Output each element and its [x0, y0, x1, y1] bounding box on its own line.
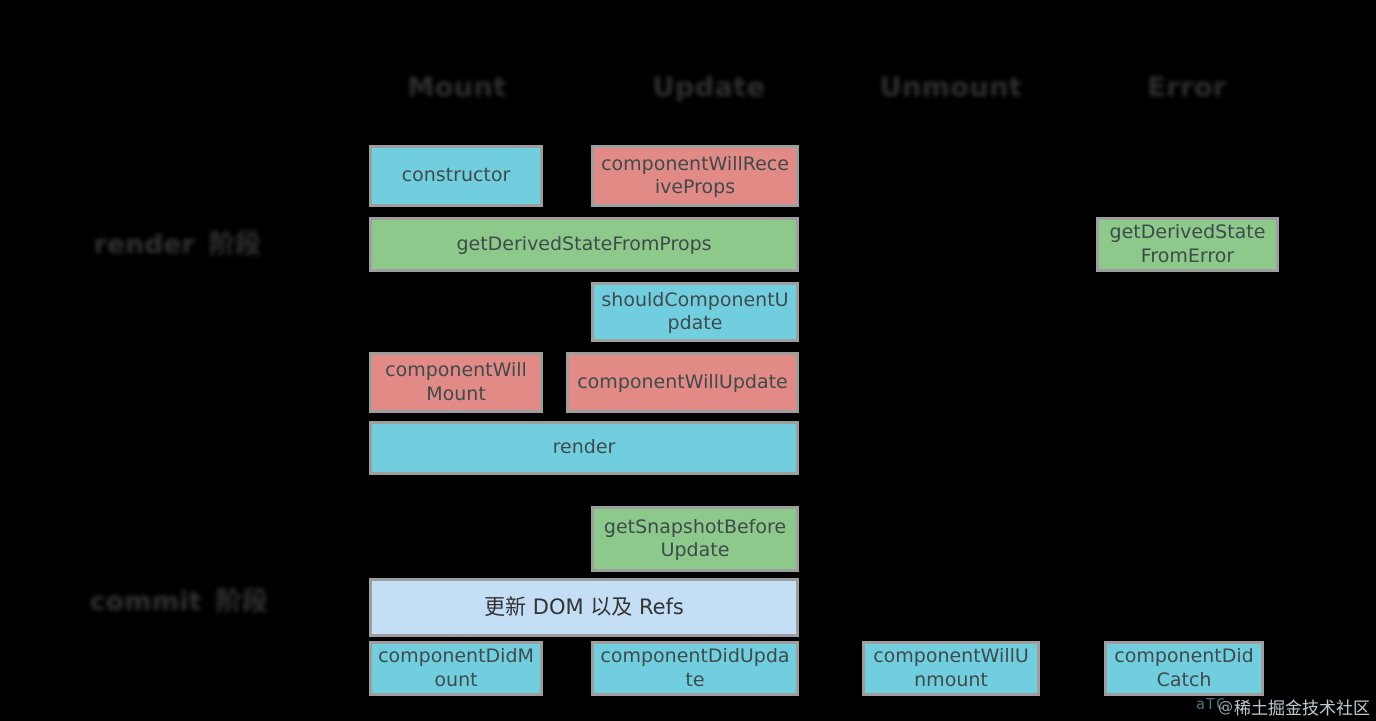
phase-label-render-en: render — [94, 230, 196, 260]
phase-label-commit-cn: 阶段 — [215, 587, 268, 617]
lifecycle-box-component-did-mount: componentDidMount — [369, 641, 543, 696]
phase-label-render-cn: 阶段 — [209, 230, 262, 260]
phase-label-render: render 阶段 — [94, 224, 261, 261]
watermark-text: 稀土掘金技术社区 — [1234, 699, 1370, 719]
column-header-unmount: Unmount — [879, 72, 1023, 103]
column-header-mount: Mount — [407, 72, 507, 103]
lifecycle-box-should-component-update: shouldComponentUpdate — [591, 282, 799, 342]
phase-label-commit: commit 阶段 — [90, 581, 268, 618]
lifecycle-box-constructor: constructor — [369, 145, 543, 207]
watermark-badge: aTC — [1195, 695, 1226, 713]
lifecycle-box-component-will-mount: componentWillMount — [369, 352, 543, 413]
lifecycle-box-component-did-update: componentDidUpdate — [591, 641, 799, 696]
lifecycle-box-render: render — [369, 421, 799, 475]
lifecycle-box-component-will-update: componentWillUpdate — [566, 352, 799, 413]
phase-label-commit-en: commit — [90, 587, 202, 617]
watermark: @ 稀土掘金技术社区 — [1218, 694, 1370, 720]
lifecycle-box-get-snapshot-before-update: getSnapshotBeforeUpdate — [591, 506, 799, 572]
lifecycle-box-update-dom-and-refs: 更新 DOM 以及 Refs — [369, 578, 799, 637]
lifecycle-box-get-derived-state-from-error: getDerivedStateFromError — [1096, 217, 1279, 272]
lifecycle-box-get-derived-state-from-props: getDerivedStateFromProps — [369, 217, 799, 272]
lifecycle-box-component-did-catch: componentDidCatch — [1104, 641, 1264, 696]
lifecycle-box-component-will-receive-props: componentWillReceiveProps — [591, 145, 799, 207]
lifecycle-box-component-will-unmount: componentWillUnmount — [862, 641, 1040, 696]
column-header-update: Update — [652, 72, 766, 103]
column-header-error: Error — [1147, 72, 1227, 103]
